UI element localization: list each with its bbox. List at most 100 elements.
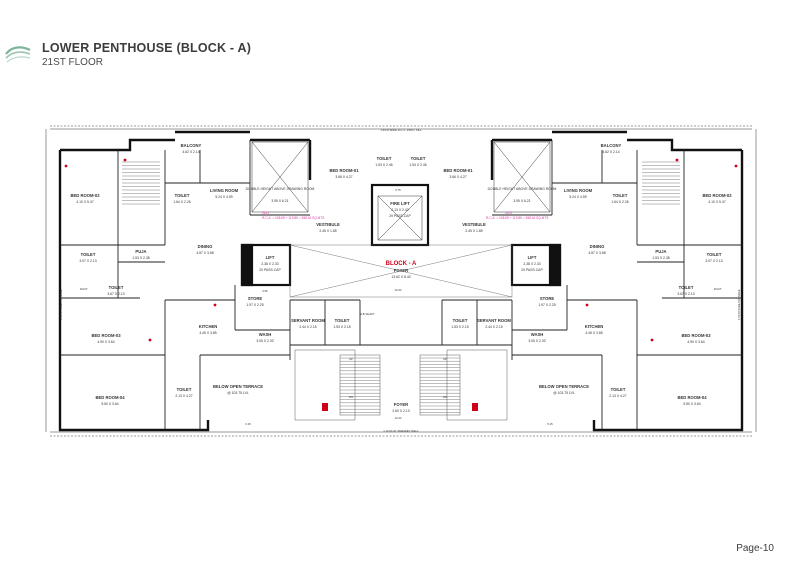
- lift-left-label: LIFT: [266, 255, 275, 260]
- room-toilet-a-right: TOILET: [707, 252, 722, 257]
- room-vestibule-right-dims: 2.45 X 1.85: [465, 229, 482, 233]
- room-toilet-b-left-dims: 3.67 X 2.13: [107, 292, 124, 296]
- room-living-right-dims: 5.24 X 4.59: [569, 195, 586, 199]
- room-toilet-servant-right-dims: 1.53 X 2.15: [451, 325, 468, 329]
- room-balcony-right: BALCONY: [601, 143, 622, 148]
- dim-3-66: 3.66: [262, 289, 268, 293]
- unit-left: 2101: [262, 211, 269, 215]
- room-servant-left-dims: 2.44 X 2.15: [299, 325, 316, 329]
- dim-13-62: 13.62: [395, 288, 402, 292]
- room-toilet-b-right-dims: 3.67 X 2.13: [677, 292, 694, 296]
- room-terrace-right-dims: @ 103.75 LVL: [553, 391, 575, 395]
- room-kitchen-right-dims: 4.45 X 3.85: [585, 331, 602, 335]
- lobby-diagonals: [289, 244, 513, 298]
- room-bed2-left-dims: 4.10 X 5.47: [76, 200, 93, 204]
- stair-flights: [294, 349, 508, 421]
- dim-0-75: 0.75: [395, 188, 401, 192]
- room-dining-left-dims: 4.57 X 3.68: [196, 251, 213, 255]
- parapet-top-label: 1.50 M WIDE R.C.C. PROJ. SILL: [380, 128, 422, 132]
- room-living-left-dims: 5.24 X 4.59: [215, 195, 232, 199]
- room-balcony-left-dims: 4.62 X 2.14: [182, 150, 199, 154]
- room-toilet-bed4-right: TOILET: [611, 387, 626, 392]
- duct-right: DUCT: [714, 287, 722, 291]
- room-toilet-bed4-left-dims: 2.13 X 4.27: [175, 394, 192, 398]
- room-toilet-top-left: TOILET: [377, 156, 392, 161]
- room-vestibule-right: VESTIBULE: [462, 222, 486, 227]
- duct-left: DUCT: [80, 287, 88, 291]
- room-dining-right-dims: 4.57 X 3.68: [588, 251, 605, 255]
- block-label: BLOCK - A: [386, 261, 417, 267]
- fire-lift-cap: 20 PASS.CAP: [389, 214, 411, 218]
- foyer-label: FOYER: [394, 268, 408, 273]
- lift-right-dims: 2.38 X 2.33: [523, 262, 540, 266]
- room-toilet-a-left: TOILET: [81, 252, 96, 257]
- stair-treads: [340, 357, 460, 413]
- structural-walls: [58, 130, 744, 432]
- room-terrace-left-dims: @ 103.75 LVL: [227, 391, 249, 395]
- lift-left-dims: 2.38 X 2.33: [261, 262, 278, 266]
- room-kitchen-right: KITCHEN: [585, 324, 604, 329]
- room-living-right: LIVING ROOM: [564, 188, 593, 193]
- room-store-left-dims: 1.97 X 2.25: [246, 303, 263, 307]
- room-wash-right-dims: 3.05 X 2.33: [528, 339, 545, 343]
- shaft-label: SLB SHAFT: [359, 312, 375, 316]
- room-bed2-right: BED ROOM-02: [702, 193, 732, 198]
- room-bed4-left-dims: 5.50 X 3.64: [101, 402, 118, 406]
- room-bed3-right: BED ROOM-03: [681, 333, 711, 338]
- fire-lift-dims: 2.13 X 2.42: [391, 208, 408, 212]
- room-bed1-left: BED ROOM-01: [329, 168, 359, 173]
- rca-right: R.C.A. = 248.65 + 119.85 = 368.44 SQ.MTS: [486, 216, 548, 220]
- lift-left-cap: 20 PASS.CAP: [259, 268, 281, 272]
- room-dha-left-dims: 3.95 X 6.21: [271, 199, 288, 203]
- room-toilet-a-right-dims: 3.07 X 2.13: [705, 259, 722, 263]
- room-wash-right: WASH: [531, 332, 544, 337]
- room-bed2-left: BED ROOM-02: [70, 193, 100, 198]
- lower-foyer-dims: 2.60 X 2.13: [392, 409, 409, 413]
- room-bed3-left-dims: 4.90 X 3.64: [97, 340, 114, 344]
- stair-dn-right: DN: [443, 395, 447, 399]
- room-toilet-a-left-dims: 3.07 X 2.13: [79, 259, 96, 263]
- room-puja-left-dims: 1.53 X 2.38: [132, 256, 149, 260]
- lift-right-label: LIFT: [528, 255, 537, 260]
- page-number: Page-10: [736, 543, 774, 554]
- room-dha-right: DOUBLE HEIGHT ABOVE DRAWING ROOM: [488, 187, 557, 191]
- page-title: LOWER PENTHOUSE (BLOCK - A): [42, 41, 252, 55]
- room-toilet-b-left: TOILET: [109, 285, 124, 290]
- room-kitchen-left-dims: 4.45 X 3.85: [199, 331, 216, 335]
- room-toilet-living-left-dims: 1.64 X 2.26: [173, 200, 190, 204]
- plan-frame: [45, 125, 757, 437]
- room-living-left: LIVING ROOM: [210, 188, 239, 193]
- room-toilet-top-left-dims: 1.53 X 2.46: [375, 163, 392, 167]
- dim-3-15: 3.15: [245, 422, 251, 426]
- fire-markers: [64, 158, 738, 411]
- unit-right: 2102: [505, 211, 512, 215]
- room-toilet-b-right: TOILET: [679, 285, 694, 290]
- void-markers: [251, 141, 551, 241]
- room-toilet-living-right: TOILET: [613, 193, 628, 198]
- room-store-right-dims: 1.97 X 2.25: [538, 303, 555, 307]
- passage-left: 1.50 M WIDE PASSAGE: [59, 289, 63, 320]
- dim-14-22: 14.22: [395, 416, 402, 420]
- fire-lift-label: FIRE LIFT: [390, 201, 410, 206]
- room-bed1-right-dims: 3.66 X 4.27: [449, 175, 466, 179]
- room-dha-right-dims: 3.95 X 6.21: [513, 199, 530, 203]
- room-dha-left: DOUBLE HEIGHT ABOVE DRAWING ROOM: [246, 187, 315, 191]
- room-puja-right-dims: 1.53 X 2.38: [652, 256, 669, 260]
- room-bed1-right: BED ROOM-01: [443, 168, 473, 173]
- room-bed4-right: BED ROOM-04: [677, 395, 707, 400]
- room-vestibule-left: VESTIBULE: [316, 222, 340, 227]
- room-servant-right: SERVANT ROOM: [477, 318, 511, 323]
- room-puja-left: PUJA: [135, 249, 146, 254]
- dim-5-15: 5.15: [547, 422, 553, 426]
- internal-walls: [60, 140, 742, 430]
- stair-dn-left: DN: [349, 395, 353, 399]
- room-toilet-servant-right: TOILET: [453, 318, 468, 323]
- room-toilet-servant-left-dims: 1.53 X 2.15: [333, 325, 350, 329]
- room-bed1-left-dims: 3.66 X 4.27: [335, 175, 352, 179]
- room-terrace-left: BELOW OPEN TERRACE: [213, 384, 263, 389]
- room-toilet-top-right-dims: 1.53 X 2.46: [409, 163, 426, 167]
- floor-label: 21ST FLOOR: [42, 57, 103, 68]
- passage-right: 1.50 M WIDE PASSAGE: [737, 289, 741, 320]
- room-toilet-servant-left: TOILET: [335, 318, 350, 323]
